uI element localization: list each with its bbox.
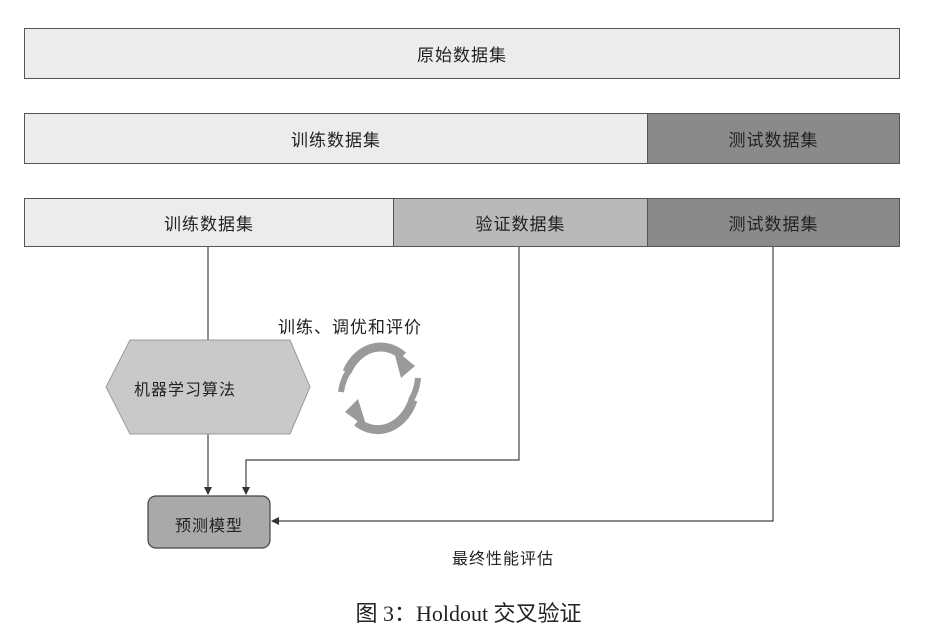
final-eval-label: 最终性能评估 — [452, 549, 555, 568]
row3-test-label: 测试数据集 — [728, 215, 819, 235]
figure-caption: 图 3：Holdout 交叉验证 — [355, 601, 582, 626]
row3-test-bar: 测试数据集 — [647, 198, 900, 247]
row3-train-bar: 训练数据集 — [24, 198, 394, 247]
row2-train-bar: 训练数据集 — [24, 113, 648, 164]
row3-train-label: 训练数据集 — [164, 215, 254, 235]
algorithm-label: 机器学习算法 — [134, 380, 237, 399]
algorithm-hexagon — [105, 339, 311, 435]
test-to-model-arrow — [271, 247, 774, 525]
row3-validation-bar: 验证数据集 — [393, 198, 648, 247]
row3-validation-label: 验证数据集 — [475, 215, 566, 235]
original-dataset-label: 原始数据集 — [417, 46, 507, 66]
cycle-label: 训练、调优和评价 — [278, 318, 422, 338]
row2-test-bar: 测试数据集 — [647, 113, 900, 164]
cycle-arrows-icon — [338, 342, 421, 435]
row2-test-label: 测试数据集 — [728, 131, 819, 151]
model-label: 预测模型 — [175, 516, 244, 535]
original-dataset-bar: 原始数据集 — [24, 28, 900, 79]
validation-to-model-arrow — [242, 247, 520, 495]
model-box — [147, 495, 271, 549]
row2-train-label: 训练数据集 — [291, 131, 381, 151]
